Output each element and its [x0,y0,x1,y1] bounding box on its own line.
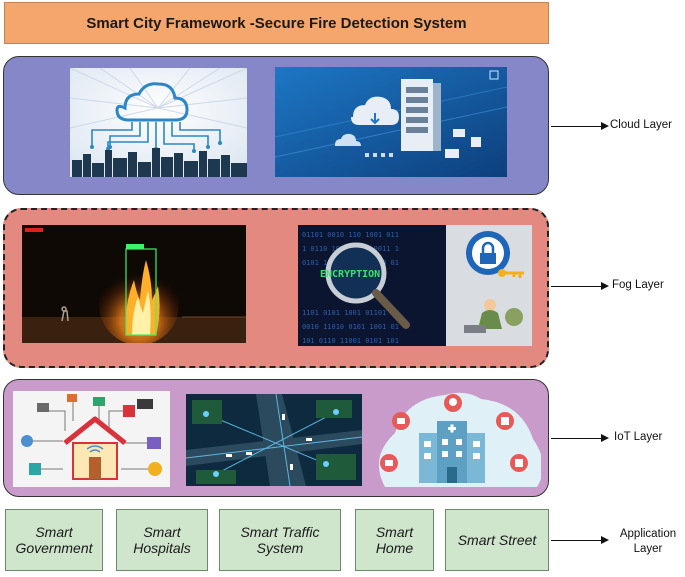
svg-text:101 0110 11001 0101 101: 101 0110 11001 0101 101 [302,337,399,345]
smart-home-iot-image [13,391,170,487]
smart-traffic-image [186,394,362,486]
encryption-word: ENCRYPTION [320,269,380,280]
cloud-layer-arrow [551,122,609,130]
cloud-server-image [275,67,507,177]
svg-text:1101 0101 1001 01101 10: 1101 0101 1001 01101 10 [302,309,399,317]
iot-layer-label: IoT Layer [614,431,663,443]
iot-layer-arrow [551,434,609,442]
app-smart-hospitals: Smart Hospitals [116,509,208,571]
cloud-layer-label: Cloud Layer [610,119,673,131]
svg-text:01101 0010 110 1001 011: 01101 0010 110 1001 011 [302,231,399,239]
smart-hospital-image [371,391,541,491]
app-smart-government: Smart Government [5,509,103,571]
fog-layer-label: Fog Layer [612,279,664,291]
fog-layer-arrow [551,282,609,290]
app-smart-street: Smart Street [445,509,549,571]
cloud-city-image [70,68,247,177]
encryption-image: 01101 0010 110 1001 011 1 0110 100 01101… [298,225,532,346]
svg-text:0010 11010 0101 1001 01: 0010 11010 0101 1001 01 [302,323,399,331]
fire-detection-image [22,225,246,343]
app-smart-traffic-system: Smart Traffic System [219,509,341,571]
application-layer-arrow [551,536,609,544]
app-smart-home: Smart Home [355,509,434,571]
application-layer-label: Application Layer [619,528,677,555]
diagram-title: Smart City Framework -Secure Fire Detect… [4,2,549,44]
